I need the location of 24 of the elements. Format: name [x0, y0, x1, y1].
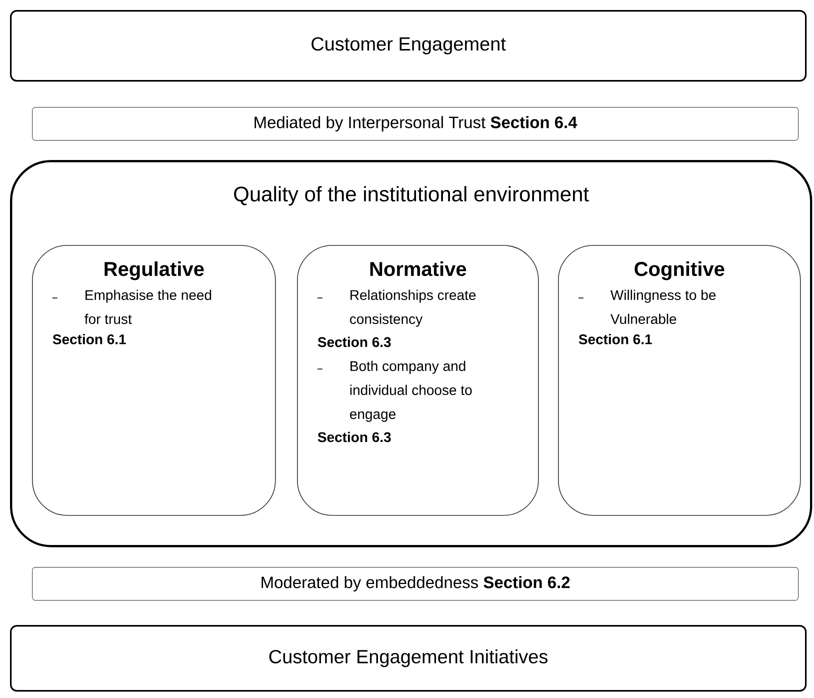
title-box — [10, 10, 807, 82]
card-heading: Normative — [370, 261, 466, 276]
bullet-text: Relationships create consistency — [350, 290, 476, 327]
band-box — [32, 107, 799, 141]
section-reference: Section 6.1 — [578, 334, 652, 344]
section-reference: Section 6.3 — [318, 336, 391, 348]
section-reference: Section 6.3 — [318, 432, 391, 442]
band-box — [32, 567, 799, 601]
bullet-text: Both company and individual choose to engage — [350, 360, 472, 422]
box-title: Customer Engagement — [312, 37, 506, 54]
category-box — [297, 245, 539, 516]
category-box — [558, 245, 801, 516]
bullet-text: Emphasise the need for trust — [84, 290, 212, 324]
title-box — [10, 625, 807, 692]
environment-frame — [10, 160, 812, 548]
bullet-text: Willingness to be Vulnerable — [610, 290, 716, 324]
card-heading: Regulative — [104, 261, 204, 280]
box-title: Customer Engagement Initiatives — [269, 649, 548, 668]
band-text: Mediated by Interpersonal Trust Section 6.4 — [254, 116, 578, 132]
frame-title: Quality of the institutional environment — [234, 186, 589, 206]
category-box — [32, 245, 276, 516]
section-reference: Section 6.1 — [52, 334, 126, 344]
band-text: Moderated by embeddedness Section 6.2 — [262, 576, 570, 592]
card-heading: Cognitive — [634, 261, 724, 280]
